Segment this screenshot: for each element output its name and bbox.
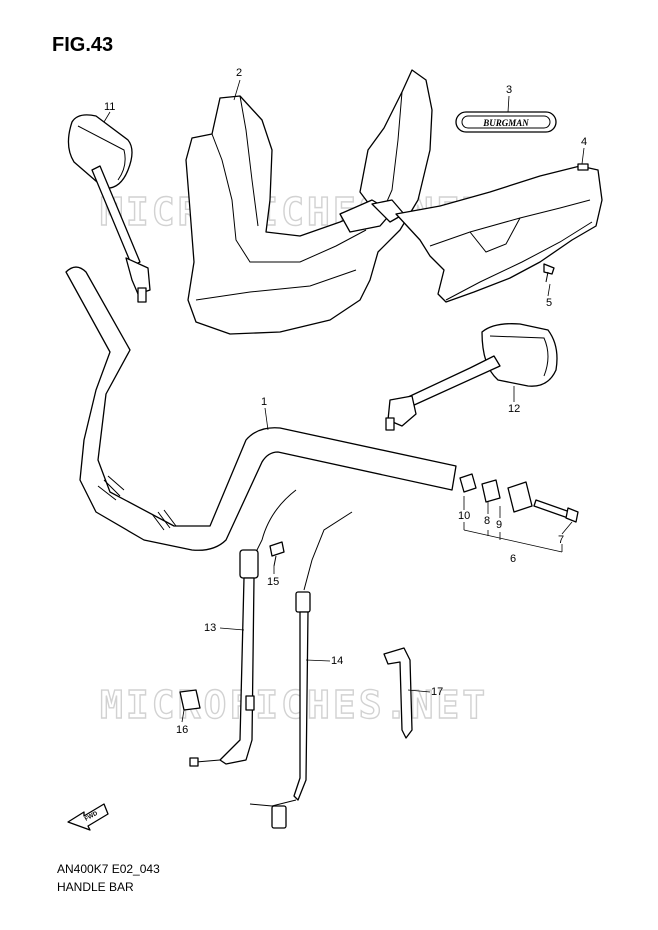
- part-5-screw[interactable]: [543, 263, 555, 283]
- emblem-text: BURGMAN: [482, 118, 529, 128]
- callout-13: 13: [204, 622, 216, 634]
- part-12-right-mirror[interactable]: [385, 323, 558, 431]
- figure-name: HANDLE BAR: [57, 880, 134, 894]
- part-1-handlebar[interactable]: [65, 266, 457, 551]
- callout-6: 6: [510, 553, 516, 565]
- part-11-left-mirror[interactable]: [67, 114, 151, 303]
- part-3-emblem[interactable]: BURGMAN: [455, 111, 557, 133]
- callout-9: 9: [496, 519, 502, 531]
- fwd-arrow-icon: FWD: [67, 803, 109, 831]
- callout-5: 5: [546, 297, 552, 309]
- callout-2: 2: [236, 67, 242, 79]
- part-7-bar-end-bolt[interactable]: [533, 499, 579, 523]
- part-10-bar-end-nut[interactable]: [459, 473, 477, 493]
- callout-1: 1: [261, 396, 267, 408]
- figure-code: AN400K7 E02_043: [57, 862, 160, 876]
- part-14-throttle-cable[interactable]: [249, 511, 353, 829]
- callout-8: 8: [484, 515, 490, 527]
- callout-15: 15: [267, 576, 279, 588]
- callout-3: 3: [506, 84, 512, 96]
- part-13-throttle-cable[interactable]: [189, 489, 297, 767]
- callout-10: 10: [458, 510, 470, 522]
- callout-7: 7: [558, 534, 564, 546]
- part-9-bar-end-weight[interactable]: [507, 481, 533, 513]
- part-15-clamp[interactable]: [269, 541, 285, 567]
- watermark-bottom: MICROFICHES.NET: [100, 683, 488, 727]
- part-8-bar-end-spacer[interactable]: [481, 479, 501, 503]
- callout-11: 11: [104, 101, 115, 113]
- part-16-clamp[interactable]: [179, 689, 201, 711]
- callout-17: 17: [431, 686, 443, 698]
- figure-title: FIG.43: [52, 34, 114, 56]
- part-4-rear-cover[interactable]: [395, 163, 603, 303]
- callout-leaders: [103, 79, 585, 723]
- part-17-cable-band[interactable]: [383, 647, 413, 739]
- callout-14: 14: [331, 655, 343, 667]
- callout-16: 16: [176, 724, 188, 736]
- part-6-bar-end-set-bracket: [463, 522, 563, 553]
- callout-4: 4: [581, 136, 587, 148]
- callout-12: 12: [508, 403, 520, 415]
